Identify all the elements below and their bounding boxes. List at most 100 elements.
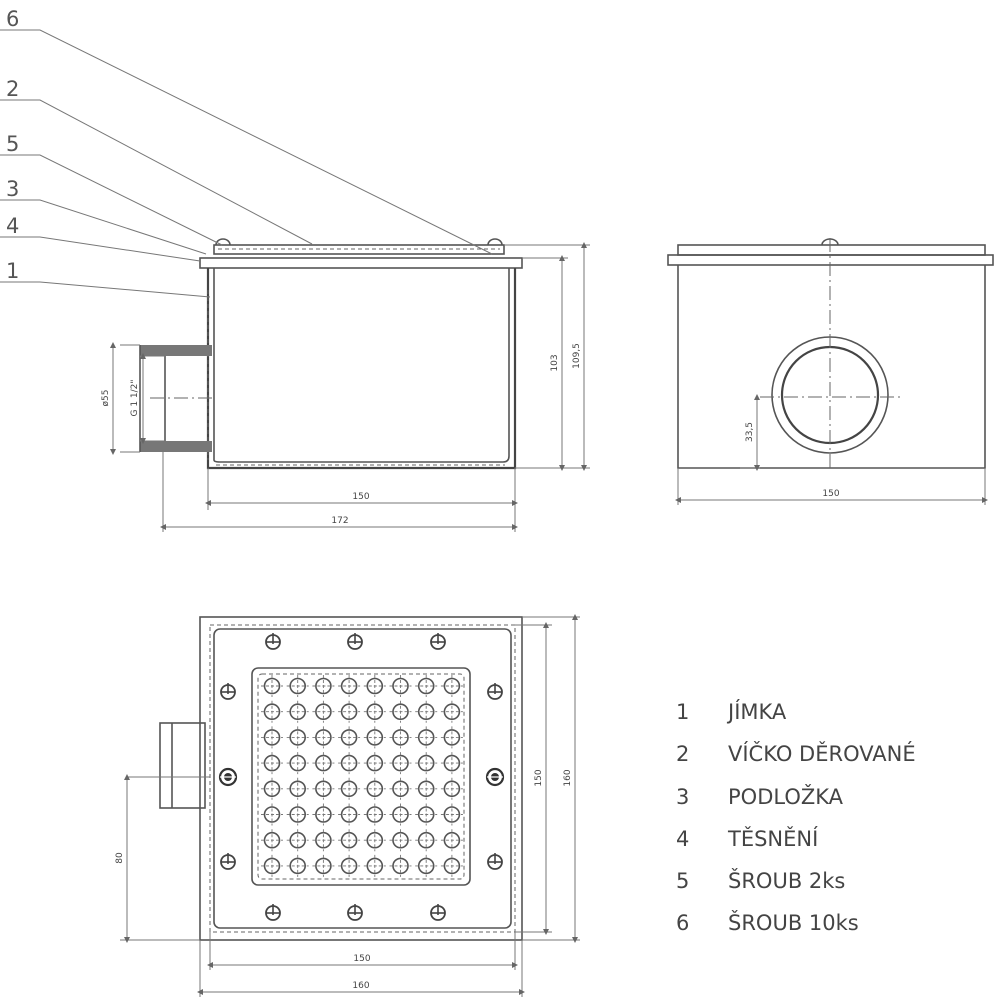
drain-hole <box>363 726 386 749</box>
screw-head <box>215 238 231 246</box>
legend-label: ŠROUB 10ks <box>728 911 859 936</box>
callout-leaders: 6 2 5 3 4 1 <box>0 7 493 298</box>
front-view: 33,5 150 <box>667 238 994 505</box>
drain-hole <box>363 829 386 852</box>
callout-6: 6 <box>0 7 493 255</box>
legend-label: TĚSNĚNÍ <box>728 826 819 851</box>
drain-hole <box>389 700 412 723</box>
fixing-screw-icon <box>485 767 505 787</box>
drain-hole <box>286 777 309 800</box>
screw-icon <box>347 633 363 650</box>
drain-hole <box>389 829 412 852</box>
pipe-thread-top <box>140 345 212 356</box>
drain-hole <box>286 854 309 877</box>
drain-hole <box>261 700 283 723</box>
drain-hole <box>389 726 412 749</box>
dim-width-body: 150 <box>352 492 369 502</box>
dim-height-total: 109,5 <box>572 343 582 369</box>
svg-text:2: 2 <box>6 77 19 101</box>
drain-hole <box>363 675 386 697</box>
drain-hole <box>363 700 386 723</box>
screws <box>218 633 505 921</box>
screw-icon <box>220 853 236 870</box>
drain-hole <box>338 777 361 800</box>
sump-body <box>677 265 986 469</box>
side-section-view: ø55 G 1 1/2" 103 109,5 150 172 <box>101 238 590 532</box>
screw-icon <box>430 904 446 921</box>
drain-hole <box>389 675 412 697</box>
drain-hole <box>312 752 335 775</box>
perforated-area <box>251 667 471 886</box>
drain-hole <box>338 854 361 877</box>
drain-hole <box>261 803 283 826</box>
drain-hole <box>415 700 438 723</box>
top-view: 80 150 160 150 160 <box>115 614 580 997</box>
sump-body <box>206 268 517 470</box>
drain-hole <box>286 700 309 723</box>
drain-hole <box>389 777 412 800</box>
drain-hole <box>312 777 335 800</box>
dim-outlet-height: 33,5 <box>745 422 755 442</box>
drain-hole <box>338 700 361 723</box>
callout-4: 4 <box>0 214 201 262</box>
legend-label: JÍMKA <box>728 700 787 724</box>
drain-hole <box>286 829 309 852</box>
drain-hole <box>363 777 386 800</box>
screw-icon <box>487 853 503 870</box>
dim-inner-height: 150 <box>534 769 544 786</box>
svg-text:3: 3 <box>6 177 19 201</box>
callout-5: 5 <box>0 132 223 246</box>
dim-outlet-offset: 80 <box>115 852 125 864</box>
dim-outer-width: 160 <box>352 981 369 991</box>
drain-hole <box>415 854 438 877</box>
drain-hole <box>312 675 335 697</box>
drain-hole <box>415 726 438 749</box>
drain-hole <box>261 675 283 697</box>
dim-outer-height: 160 <box>563 769 573 786</box>
drain-hole <box>312 829 335 852</box>
svg-text:5: 5 <box>6 132 19 156</box>
drain-hole <box>261 829 283 852</box>
drain-hole <box>312 726 335 749</box>
drain-hole <box>261 752 283 775</box>
screw-icon <box>487 683 503 700</box>
drain-hole <box>389 854 412 877</box>
legend-label: VÍČKO DĚROVANÉ <box>728 742 916 767</box>
dim-width: 150 <box>822 489 839 499</box>
pipe-thread-bottom <box>140 441 212 452</box>
outlet-stub <box>159 722 206 809</box>
lid-section <box>213 244 505 255</box>
drain-hole <box>363 803 386 826</box>
drain-hole <box>440 700 463 723</box>
hole-grid <box>261 675 463 877</box>
dim-inner-width: 150 <box>353 954 370 964</box>
drain-hole <box>440 829 463 852</box>
callout-2: 2 <box>0 77 313 245</box>
legend-label: PODLOŽKA <box>728 784 843 809</box>
drain-hole <box>338 752 361 775</box>
legend-label: ŠROUB 2ks <box>728 869 846 894</box>
screw-icon <box>430 633 446 650</box>
drain-hole <box>440 675 463 697</box>
drain-hole <box>440 854 463 877</box>
drain-hole <box>338 726 361 749</box>
body-hidden-outline <box>209 624 516 933</box>
drain-hole <box>440 726 463 749</box>
lid <box>677 244 986 256</box>
screw-icon <box>220 683 236 700</box>
drain-hole <box>363 854 386 877</box>
drain-hole <box>286 803 309 826</box>
flange <box>199 257 523 269</box>
svg-text:6: 6 <box>6 7 19 31</box>
svg-text:1: 1 <box>6 259 19 283</box>
drain-hole <box>338 829 361 852</box>
drain-hole <box>415 777 438 800</box>
drain-hole <box>440 803 463 826</box>
